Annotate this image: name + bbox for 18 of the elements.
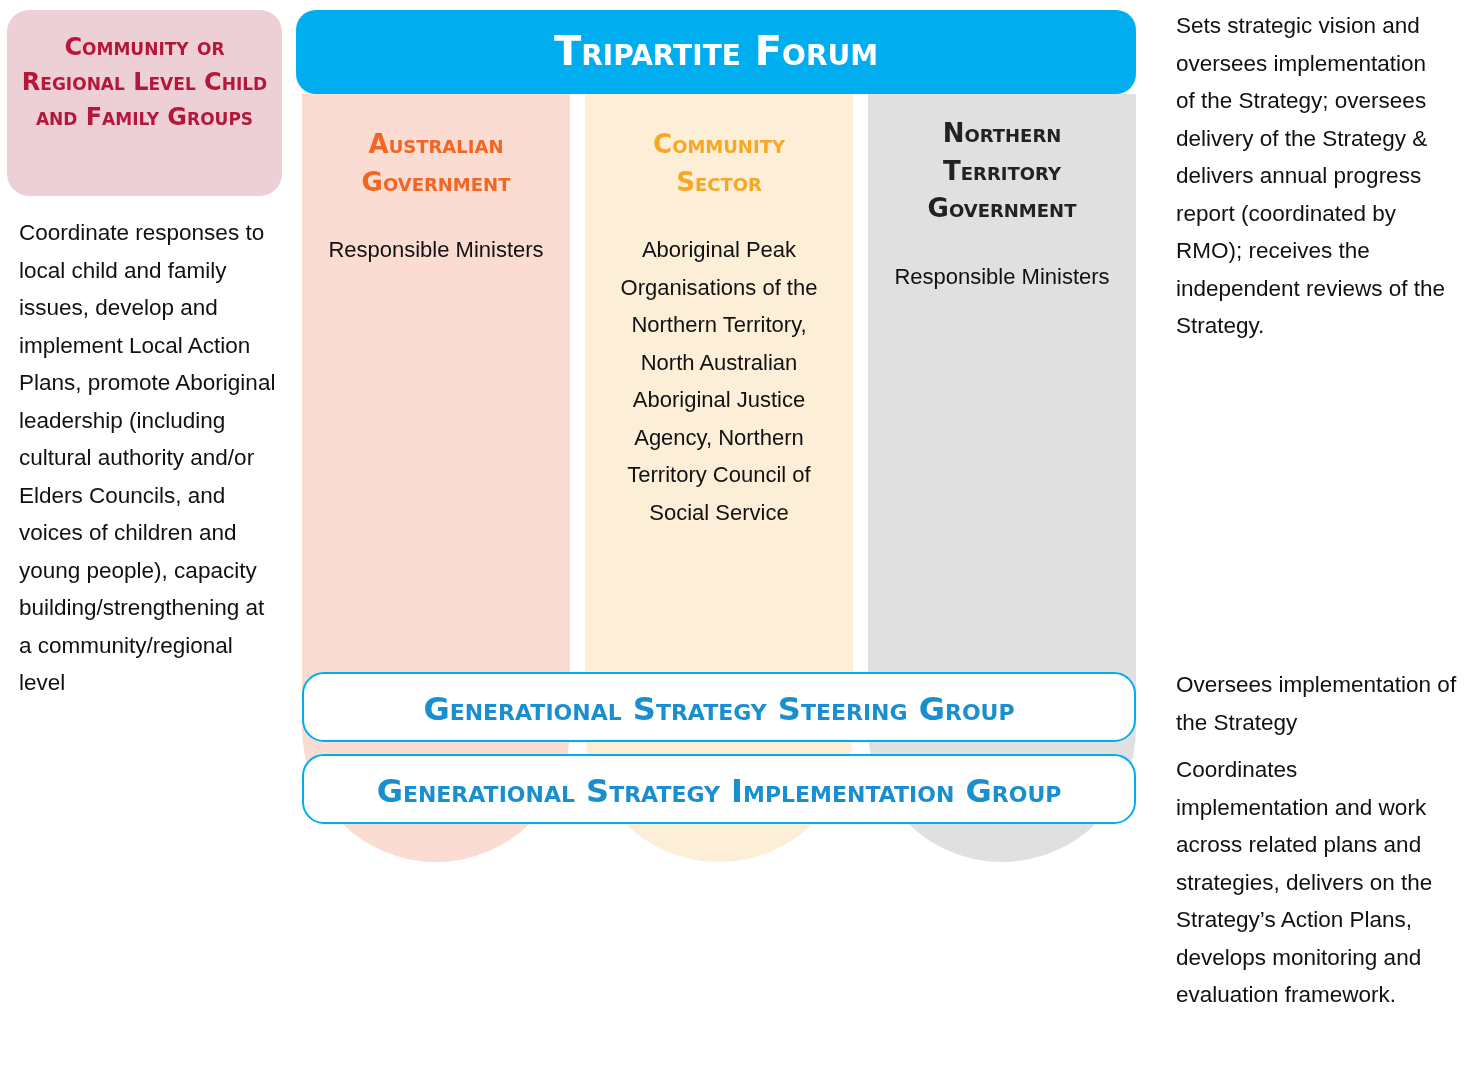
group-banner [302,754,1136,824]
heading: Generational Strategy Steering Group [422,689,1016,730]
member-list: Aboriginal Peak Organisations of the Northern Territory, North Australian Aboriginal Justice Agency, Northern Territory Council of Social Service [593,231,845,532]
member-list: Responsible Ministers [876,258,1128,296]
group-banner [302,672,1136,742]
member-list: Responsible Ministers [310,231,562,269]
forum-banner [296,10,1136,94]
description-text: Coordinate responses to local child and family issues, develop and implement Local Action Plans, promote Aboriginal leadership (including cultural authority and/or Elders Councils, and voices of children and young people), capacity building/strengthening at a community/regional level [19,219,277,697]
heading: Northern Territory Government [926,117,1078,226]
description-text: Coordinates implementation and work across related plans and strategies, delivers on the Strategy’s Action Plans, develops monitoring and evaluation framework. [1176,756,1434,1009]
heading: Community Sector [652,128,786,199]
heading: Community or Regional Level Child and Family Groups [21,32,268,133]
heading: Australian Government [360,128,512,199]
heading: Generational Strategy Implementation Group [375,771,1063,812]
description-text: Oversees implementation of the Strategy [1176,671,1458,737]
heading: Tripartite Forum [552,27,880,76]
description-text: Sets strategic vision and oversees implementation of the Strategy; oversees delivery of the Strategy & delivers annual progress report (coordinated by RMO); receives the independent reviews of the Strategy. [1176,12,1446,340]
group-box [7,10,282,196]
